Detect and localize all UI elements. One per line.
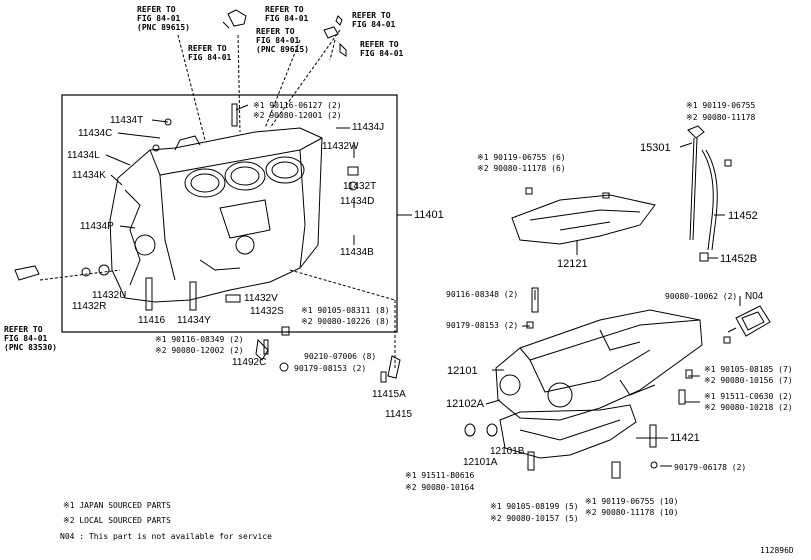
part-11452[interactable]: 11452 bbox=[728, 210, 758, 222]
spec-note: 90179-08153 (2) bbox=[294, 364, 367, 373]
part-12121[interactable]: 12121 bbox=[557, 258, 588, 270]
part-11415A[interactable]: 11415A bbox=[372, 389, 406, 400]
part-11432W[interactable]: 11432W bbox=[322, 141, 359, 152]
ref-line: (PNC 89615) bbox=[256, 45, 309, 54]
part-15301[interactable]: 15301 bbox=[640, 142, 671, 154]
refer-to-fig-note[interactable]: REFER TO FIG 84-01 (PNC 89615) bbox=[256, 27, 309, 54]
spec-note: 90179-08153 (2) bbox=[446, 321, 519, 330]
ref-line: REFER TO bbox=[256, 27, 295, 36]
refer-to-fig-note[interactable]: REFER TO FIG 84-01 (PNC 83530) bbox=[4, 325, 57, 352]
block-frame bbox=[61, 94, 398, 333]
part-11432R[interactable]: 11432R bbox=[72, 301, 107, 312]
spec-note: ※1 90105-08199 (5) bbox=[490, 502, 579, 511]
part-11434J[interactable]: 11434J bbox=[352, 122, 385, 133]
ref-line: FIG 84-01 bbox=[360, 49, 404, 58]
spec-note: 90179-06178 (2) bbox=[674, 463, 747, 472]
spec-note: ※1 90119-06755 (6) bbox=[477, 153, 566, 162]
part-11415[interactable]: 11415 bbox=[385, 409, 413, 420]
ref-line: FIG 84-01 bbox=[4, 334, 48, 343]
spec-note: ※2 90080-10164 bbox=[405, 483, 475, 492]
part-12102A[interactable]: 12102A bbox=[446, 398, 484, 410]
part-11432V[interactable]: 11432V bbox=[244, 293, 278, 304]
part-11434L[interactable]: 11434L bbox=[67, 150, 100, 161]
refer-to-fig-note[interactable]: REFER TO FIG 84-01 (PNC 89615) bbox=[137, 5, 190, 32]
refer-to-fig-note[interactable]: REFER TO FIG 84-01 bbox=[352, 11, 395, 29]
ref-line: (PNC 83530) bbox=[4, 343, 57, 352]
legend-n04-note: N04 : This part is not available for ser… bbox=[60, 532, 272, 541]
part-11421[interactable]: 11421 bbox=[670, 432, 700, 444]
gasket-n04-drawing bbox=[735, 305, 771, 337]
legend-local-sourced: ※2 LOCAL SOURCED PARTS bbox=[63, 516, 171, 525]
spec-note: ※2 90080-10226 (8) bbox=[301, 317, 390, 326]
part-11434T[interactable]: 11434T bbox=[110, 115, 144, 126]
spec-note: ※1 91511-B0616 bbox=[405, 471, 475, 480]
spec-note: ※2 90080-11178 bbox=[686, 113, 756, 122]
ref-line: REFER TO bbox=[265, 5, 304, 14]
part-12101[interactable]: 12101 bbox=[447, 365, 478, 377]
part-11434D[interactable]: 11434D bbox=[340, 196, 375, 207]
part-11434Y[interactable]: 11434Y bbox=[177, 315, 211, 326]
cylinder-block-drawing bbox=[109, 127, 323, 303]
ref-line: FIG 84-01 bbox=[137, 14, 181, 23]
oil-pan-lower-drawing bbox=[499, 404, 637, 459]
part-N04[interactable]: N04 bbox=[745, 291, 764, 302]
part-11434K[interactable]: 11434K bbox=[72, 170, 106, 181]
part-11452B[interactable]: 11452B bbox=[720, 253, 758, 265]
part-11432T[interactable]: 11432T bbox=[343, 181, 377, 192]
spec-note: ※2 90080-12002 (2) bbox=[155, 346, 244, 355]
spec-note: 90080-10062 (2) bbox=[665, 292, 738, 301]
spec-note: ※2 90080-11178 (10) bbox=[585, 508, 679, 517]
ref-line: REFER TO bbox=[360, 40, 399, 49]
spec-note: ※1 90105-08185 (7) bbox=[704, 365, 793, 374]
ref-line: FIG 84-01 bbox=[256, 36, 300, 45]
oil-dipstick-drawing bbox=[687, 125, 732, 262]
part-11401[interactable]: 11401 bbox=[414, 209, 444, 221]
part-11492C[interactable]: 11492C bbox=[232, 357, 267, 368]
part-11416[interactable]: 11416 bbox=[138, 315, 166, 326]
spec-note: ※1 90119-06755 bbox=[686, 101, 756, 110]
part-11432U[interactable]: 11432U bbox=[92, 290, 127, 301]
part-12101A[interactable]: 12101A bbox=[463, 457, 498, 468]
legend-japan-sourced: ※1 JAPAN SOURCED PARTS bbox=[63, 501, 171, 510]
ref-line: FIG 84-01 bbox=[188, 53, 232, 62]
ref-line: REFER TO bbox=[352, 11, 391, 20]
spec-note: ※2 90080-10157 (5) bbox=[490, 514, 579, 523]
ref-line: FIG 84-01 bbox=[352, 20, 396, 29]
part-11434C[interactable]: 11434C bbox=[78, 128, 113, 139]
spec-note: ※2 90080-11178 (6) bbox=[477, 164, 566, 173]
spec-note: 90210-07006 (8) bbox=[304, 352, 377, 361]
spec-note: ※1 90105-08311 (8) bbox=[301, 306, 390, 315]
part-11432S[interactable]: 11432S bbox=[250, 306, 284, 317]
refer-to-fig-note[interactable]: REFER TO FIG 84-01 bbox=[265, 5, 308, 23]
ref-line: (PNC 89615) bbox=[137, 23, 190, 32]
spec-note: ※2 90080-10218 (2) bbox=[704, 403, 793, 412]
part-12101B[interactable]: 12101B bbox=[490, 446, 525, 457]
spec-note: ※1 91511-C0630 (2) bbox=[704, 392, 793, 401]
oil-pan-upper-drawing bbox=[495, 309, 703, 421]
spec-note: ※1 90119-06755 (10) bbox=[585, 497, 679, 506]
ref-line: REFER TO bbox=[137, 5, 176, 14]
spec-note: 90116-08348 (2) bbox=[446, 290, 519, 299]
part-11434P[interactable]: 11434P bbox=[80, 221, 114, 232]
baffle-plate-drawing bbox=[511, 194, 656, 245]
spec-note: ※1 90116-08349 (2) bbox=[155, 335, 244, 344]
ref-line: FIG 84-01 bbox=[265, 14, 309, 23]
refer-to-fig-note[interactable]: REFER TO FIG 84-01 bbox=[188, 44, 231, 62]
diagram-id: 112896D bbox=[760, 546, 794, 555]
spec-note: ※1 90116-06127 (2) bbox=[253, 101, 342, 110]
ref-line: REFER TO bbox=[4, 325, 43, 334]
spec-note: ※2 90080-12001 (2) bbox=[253, 111, 342, 120]
spec-note: ※2 90080-10156 (7) bbox=[704, 376, 793, 385]
ref-line: REFER TO bbox=[188, 44, 227, 53]
refer-to-fig-note[interactable]: REFER TO FIG 84-01 bbox=[360, 40, 403, 58]
part-11434B[interactable]: 11434B bbox=[340, 247, 374, 258]
